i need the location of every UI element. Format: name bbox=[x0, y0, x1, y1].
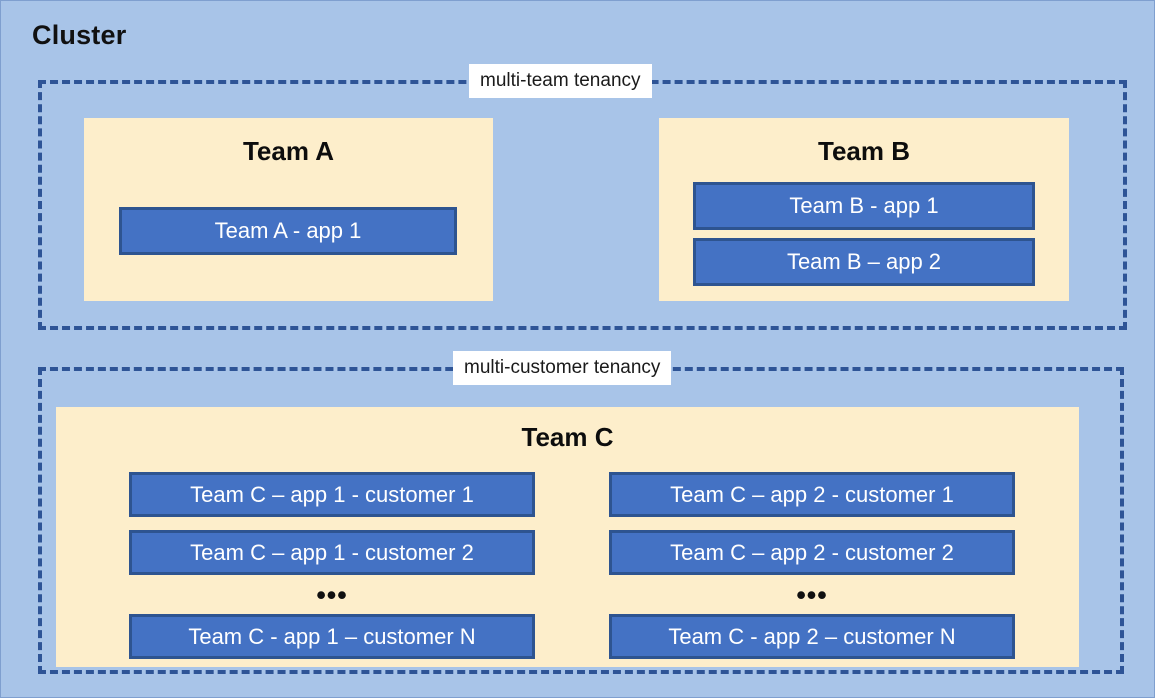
team-a-panel: Team A Team A - app 1 bbox=[84, 118, 493, 301]
app-box-team-b-app-1[interactable]: Team B - app 1 bbox=[693, 182, 1035, 230]
team-a-heading: Team A bbox=[242, 136, 335, 166]
cluster-title: Cluster bbox=[32, 20, 127, 50]
team-c-heading: Team C bbox=[521, 422, 614, 452]
app-box-team-c-app-1-customer-1[interactable]: Team C – app 1 - customer 1 bbox=[129, 472, 535, 517]
ellipsis-team-c-app-1: ••• bbox=[316, 580, 348, 610]
app-box-team-c-app-1-customer-2[interactable]: Team C – app 1 - customer 2 bbox=[129, 530, 535, 575]
app-box-team-a-app-1[interactable]: Team A - app 1 bbox=[119, 207, 457, 255]
app-box-team-c-app-2-customer-1[interactable]: Team C – app 2 - customer 1 bbox=[609, 472, 1015, 517]
app-box-team-b-app-2[interactable]: Team B – app 2 bbox=[693, 238, 1035, 286]
app-box-team-c-app-1-customer-n[interactable]: Team C - app 1 – customer N bbox=[129, 614, 535, 659]
team-b-panel: Team B Team B - app 1 Team B – app 2 bbox=[659, 118, 1069, 301]
multi-team-tenancy-label: multi-team tenancy bbox=[469, 64, 652, 98]
app-box-team-c-app-2-customer-n[interactable]: Team C - app 2 – customer N bbox=[609, 614, 1015, 659]
team-c-panel: Team C Team C – app 1 - customer 1 Team … bbox=[56, 407, 1079, 667]
multi-customer-tenancy-label: multi-customer tenancy bbox=[453, 351, 672, 385]
app-box-team-c-app-2-customer-2[interactable]: Team C – app 2 - customer 2 bbox=[609, 530, 1015, 575]
ellipsis-team-c-app-2: ••• bbox=[796, 580, 828, 610]
team-b-heading: Team B bbox=[818, 136, 910, 166]
